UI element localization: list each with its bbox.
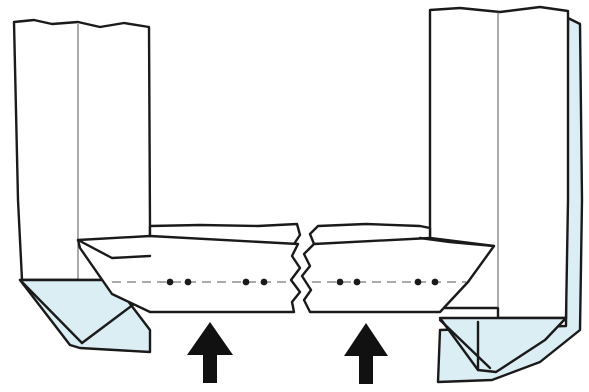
arrow-up-icon [187,322,233,383]
dot-6 [354,279,361,286]
dot-5 [337,279,344,286]
dot-4 [261,279,268,286]
dot-3 [243,279,250,286]
arrow-up-icon [344,323,388,384]
push-up-arrow-left [187,322,233,383]
dot-7 [415,279,422,286]
dot-8 [432,279,439,286]
dot-2 [185,279,192,286]
push-up-arrow-right [344,323,388,384]
dot-1 [167,279,174,286]
